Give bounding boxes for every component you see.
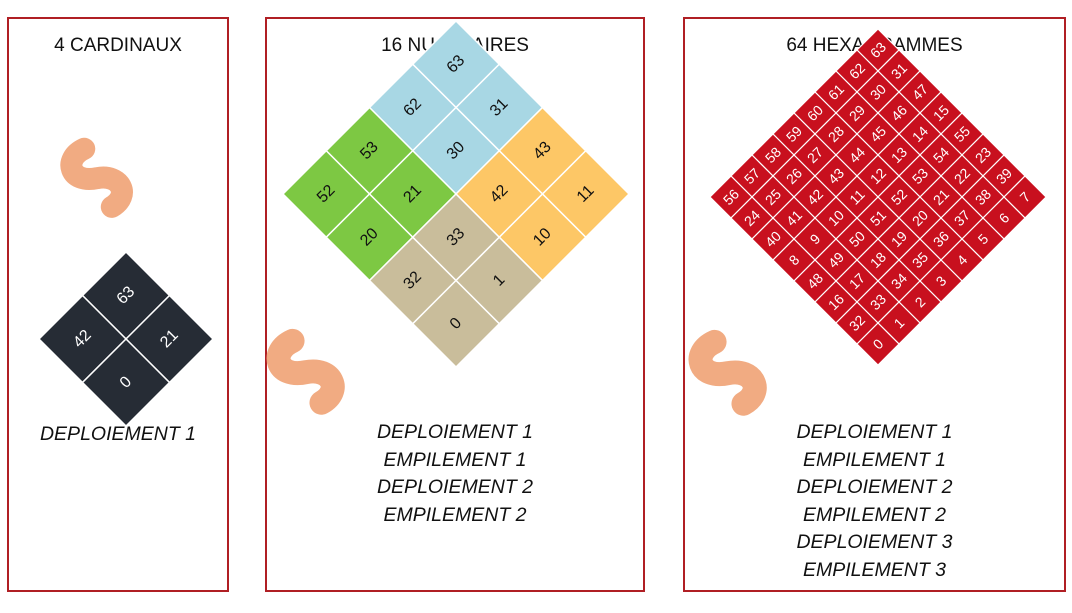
caption-list: DEPLOIEMENT 1 EMPILEMENT 1 DEPLOIEMENT 2 EM… — [267, 419, 643, 529]
logo-s-icon — [60, 137, 133, 218]
panel-title: 4 CARDINAUX — [54, 35, 182, 56]
grid-cell — [81, 337, 171, 428]
logo-s-icon — [266, 328, 345, 415]
caption-line: DEPLOIEMENT 2 — [796, 476, 953, 498]
caption-line: EMPILEMENT 1 — [383, 448, 527, 471]
grid-cell — [411, 279, 501, 369]
caption-line: EMPILEMENT 2 — [383, 503, 527, 526]
logo-s-icon — [688, 329, 767, 416]
panel-hexagrammes: 64 HEXAGRAMMES 6331471555233976230461454… — [683, 17, 1066, 592]
caption-list: DEPLOIEMENT 1 EMPILEMENT 1 DEPLOIEMENT 2 EM… — [685, 419, 1064, 584]
caption-line: DEPLOIEMENT 3 — [796, 531, 953, 553]
caption-line: EMPILEMENT 2 — [802, 503, 947, 526]
diamond-grid: 6331471555233976230461454223866129451353… — [709, 28, 1047, 366]
caption-line: EMPILEMENT 3 — [802, 558, 947, 581]
caption-line: DEPLOIEMENT 1 — [376, 421, 534, 443]
caption-line: EMPILEMENT 1 — [802, 448, 947, 471]
caption-line: DEPLOIEMENT 1 — [796, 421, 953, 443]
caption-list: DEPLOIEMENT 1 — [9, 421, 227, 449]
caption-line: DEPLOIEMENT 2 — [376, 476, 534, 498]
caption-line: DEPLOIEMENT 1 — [39, 423, 197, 445]
grid-cell — [856, 322, 900, 366]
panel-nucleaires: 16 NUCLEAIRES 63314311623042105321331522… — [265, 17, 645, 592]
